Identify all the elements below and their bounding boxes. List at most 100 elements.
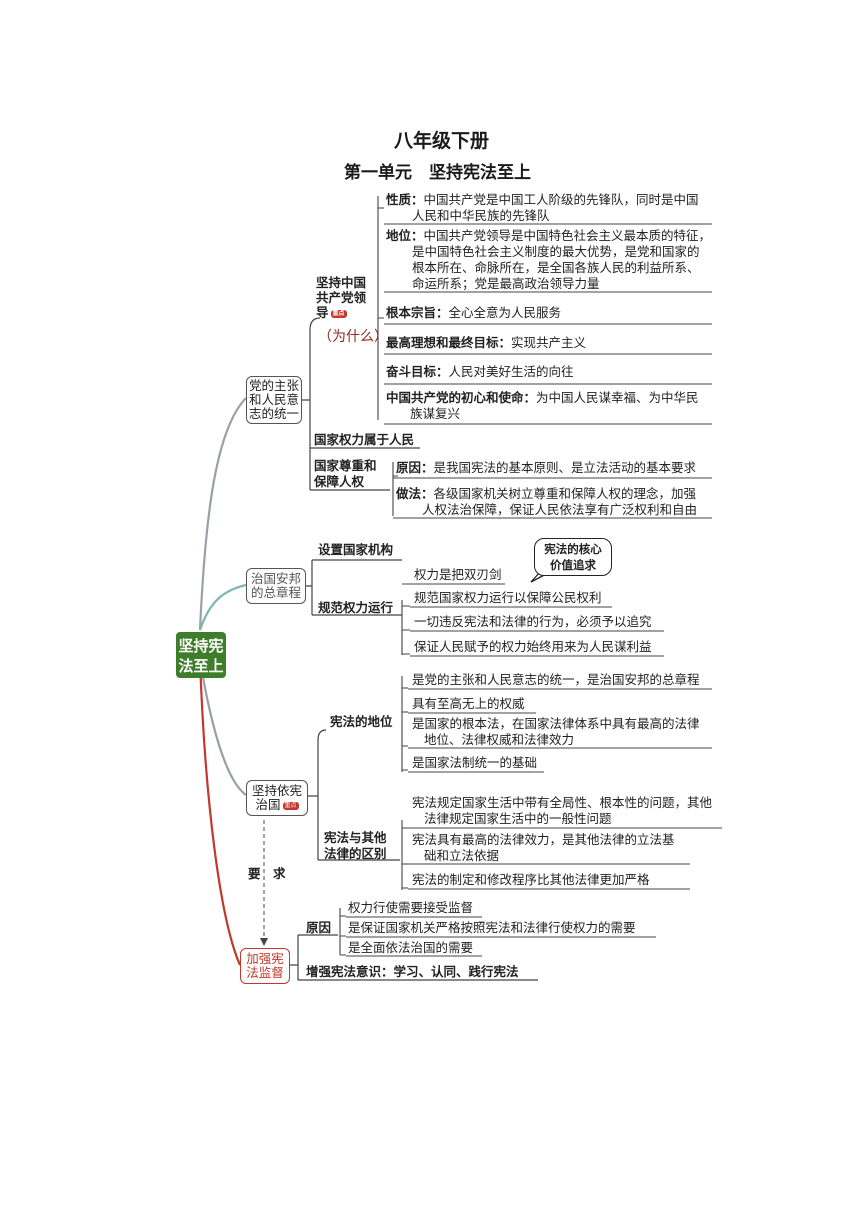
branch-general-charter-line-2: 的总章程	[250, 585, 301, 600]
connector-root-b3	[198, 659, 247, 796]
bracket-b4-reason	[339, 908, 346, 956]
nature-text-1: 中国共产党是中国工人阶级的先锋队，同时是中国	[423, 192, 699, 207]
bubble-line-2: 价值追求	[550, 558, 596, 572]
position-text-4: 命运所系；党是最高政治领导力量	[412, 276, 600, 291]
status-item-3-line-2: 地位、法律权威和法律效力	[424, 732, 575, 747]
difference-item-2: 宪法具有最高的法律效力，是其他法律的立法基 础和立法依据	[412, 832, 675, 864]
human-rights-practice-text-2: 人权法治保障，保证人民依法享有广泛权利和自由	[422, 502, 698, 517]
regulate-item-3: 一切违反宪法和法律的行为，必须予以追究	[414, 614, 652, 629]
difference-item-1-line-1: 宪法规定国家生活中带有全局性、根本性的问题，其他	[412, 795, 713, 810]
branch-will-unity-line-1: 党的主张	[249, 378, 300, 393]
difference-item-1: 宪法规定国家生活中带有全局性、根本性的问题，其他 法律规定国家生活中的一般性问题	[412, 795, 712, 827]
mission-text-2: 族谋复兴	[410, 406, 461, 421]
position-text-1: 中国共产党领导是中国特色社会主义最本质的特征，	[423, 228, 712, 243]
leadership-label: 坚持中国 共产党领 导重点	[316, 275, 366, 320]
difference-item-1-line-2: 法律规定国家生活中的一般性问题	[424, 811, 612, 826]
status-item-3-line-1: 是国家的根本法，在国家法律体系中具有最高的法律	[412, 716, 700, 731]
root-line-1: 坚持宪	[178, 637, 224, 655]
supervision-reason-label: 原因	[306, 920, 332, 935]
regulate-item-4: 保证人民赋予的权力始终用来为人民谋利益	[414, 639, 652, 654]
human-rights-reason: 原因：是我国宪法的基本原则、是立法活动的基本要求	[396, 460, 696, 476]
ideal-item: 最高理想和最终目标：实现共产主义	[386, 335, 586, 351]
connector-b2	[306, 559, 402, 616]
branch-will-unity-line-3: 志的统一	[249, 406, 300, 421]
require-arrow-head	[260, 938, 268, 946]
bracket-leadership	[377, 196, 384, 420]
core-value-bubble: 宪法的核心 价值追求	[534, 538, 612, 576]
leadership-label-line-2: 共产党领	[316, 290, 367, 305]
set-state-organs: 设置国家机构	[318, 542, 394, 557]
connector-root-b2	[198, 583, 247, 631]
position-text-3: 根本所在、命脉所在，是全国各族人民的利益所系、	[412, 260, 700, 275]
key-point-badge: 重点	[282, 801, 299, 810]
branch-supervision-line-1: 加强宪	[246, 951, 284, 966]
constitution-awareness: 增强宪法意识：学习、认同、践行宪法	[306, 964, 519, 979]
constitution-status-label: 宪法的地位	[330, 714, 393, 729]
branch-rule-by-constitution: 坚持依宪 治国重点	[246, 780, 308, 816]
requirement-label: 要 求	[248, 866, 286, 881]
connector-root-b4	[198, 659, 242, 966]
supervision-reason-2: 是保证国家机关严格按照宪法和法律行使权力的需要	[348, 920, 636, 935]
regulate-power-label: 规范权力运行	[318, 600, 394, 615]
status-item-3: 是国家的根本法，在国家法律体系中具有最高的法律 地位、法律权威和法律效力	[412, 716, 700, 748]
nature-label: 性质：	[386, 192, 424, 207]
handwritten-annotation: （为什么）	[318, 329, 388, 345]
bracket-regulate	[401, 583, 410, 655]
bracket-status	[401, 676, 408, 772]
mission-item: 中国共产党的初心和使命：为中国人民谋幸福、为中华民 族谋复兴	[386, 390, 699, 422]
leadership-label-line-3: 导	[316, 305, 329, 320]
purpose-label: 根本宗旨：	[386, 305, 449, 320]
human-rights-label-line-1: 国家尊重和	[314, 458, 377, 473]
purpose-text: 全心全意为人民服务	[448, 305, 562, 320]
supervision-reason-1: 权力行使需要接受监督	[348, 900, 474, 915]
difference-item-2-line-2: 础和立法依据	[424, 848, 500, 863]
bracket-human-rights	[392, 462, 398, 516]
human-rights-practice-text-1: 各级国家机关树立尊重和保障人权的理念，加强	[433, 486, 697, 501]
human-rights-label-line-2: 保障人权	[314, 474, 365, 489]
power-belongs-to-people: 国家权力属于人民	[314, 432, 415, 447]
human-rights-label: 国家尊重和 保障人权	[314, 458, 377, 490]
goal-item: 奋斗目标：人民对美好生活的向往	[386, 364, 574, 380]
key-point-badge: 重点	[330, 309, 347, 318]
branch-will-unity-line-2: 和人民意	[249, 392, 300, 407]
human-rights-reason-label: 原因：	[396, 460, 434, 475]
difference-label-line-1: 宪法与其他	[324, 830, 387, 845]
human-rights-practice: 做法：各级国家机关树立尊重和保障人权的理念，加强 人权法治保障，保证人民依法享有…	[396, 486, 697, 518]
goal-text: 人民对美好生活的向往	[448, 364, 574, 379]
bubble-line-1: 宪法的核心	[544, 542, 602, 556]
connector-b3	[308, 729, 400, 861]
status-item-2: 具有至高无上的权威	[412, 696, 525, 711]
root-node: 坚持宪 法至上	[176, 632, 226, 678]
nature-text-2: 人民和中华民族的先锋队	[412, 208, 550, 223]
position-label: 地位：	[386, 228, 424, 243]
regulate-item-1: 权力是把双刃剑	[414, 567, 502, 582]
branch-supervision-line-2: 法监督	[246, 965, 284, 980]
branch-general-charter-line-1: 治国安邦	[250, 571, 301, 586]
bracket-difference	[401, 820, 408, 890]
regulate-item-2: 规范国家权力运行以保障公民权利	[414, 590, 602, 605]
leadership-label-line-1: 坚持中国	[316, 275, 367, 290]
branch-general-charter: 治国安邦 的总章程	[246, 568, 306, 604]
mission-label: 中国共产党的初心和使命：	[386, 390, 537, 405]
connector-root-b1	[198, 397, 247, 631]
nature-item: 性质：中国共产党是中国工人阶级的先锋队，同时是中国 人民和中华民族的先锋队	[386, 192, 699, 224]
position-item: 地位：中国共产党领导是中国特色社会主义最本质的特征， 是中国特色社会主义制度的最…	[386, 228, 711, 292]
mission-text-1: 为中国人民谋幸福、为中华民	[536, 390, 699, 405]
branch-rule-line-2: 治国	[255, 797, 281, 812]
ideal-text: 实现共产主义	[511, 335, 587, 350]
status-item-4: 是国家法制统一的基础	[412, 755, 538, 770]
position-text-2: 是中国特色社会主义制度的最大优势，是党和国家的	[412, 244, 700, 259]
goal-label: 奋斗目标：	[386, 364, 449, 379]
branch-supervision: 加强宪 法监督	[240, 948, 290, 984]
supervision-reason-3: 是全面依法治国的需要	[348, 940, 474, 955]
human-rights-practice-label: 做法：	[396, 486, 434, 501]
difference-label: 宪法与其他 法律的区别	[324, 830, 387, 862]
connector-b4	[288, 934, 538, 981]
ideal-label: 最高理想和最终目标：	[386, 335, 512, 350]
branch-will-unity: 党的主张 和人民意 志的统一	[246, 376, 302, 424]
page-title: 八年级下册	[394, 130, 490, 152]
difference-item-3: 宪法的制定和修改程序比其他法律更加严格	[412, 872, 650, 887]
branch-rule-line-1: 坚持依宪	[251, 783, 302, 798]
purpose-item: 根本宗旨：全心全意为人民服务	[386, 305, 561, 321]
